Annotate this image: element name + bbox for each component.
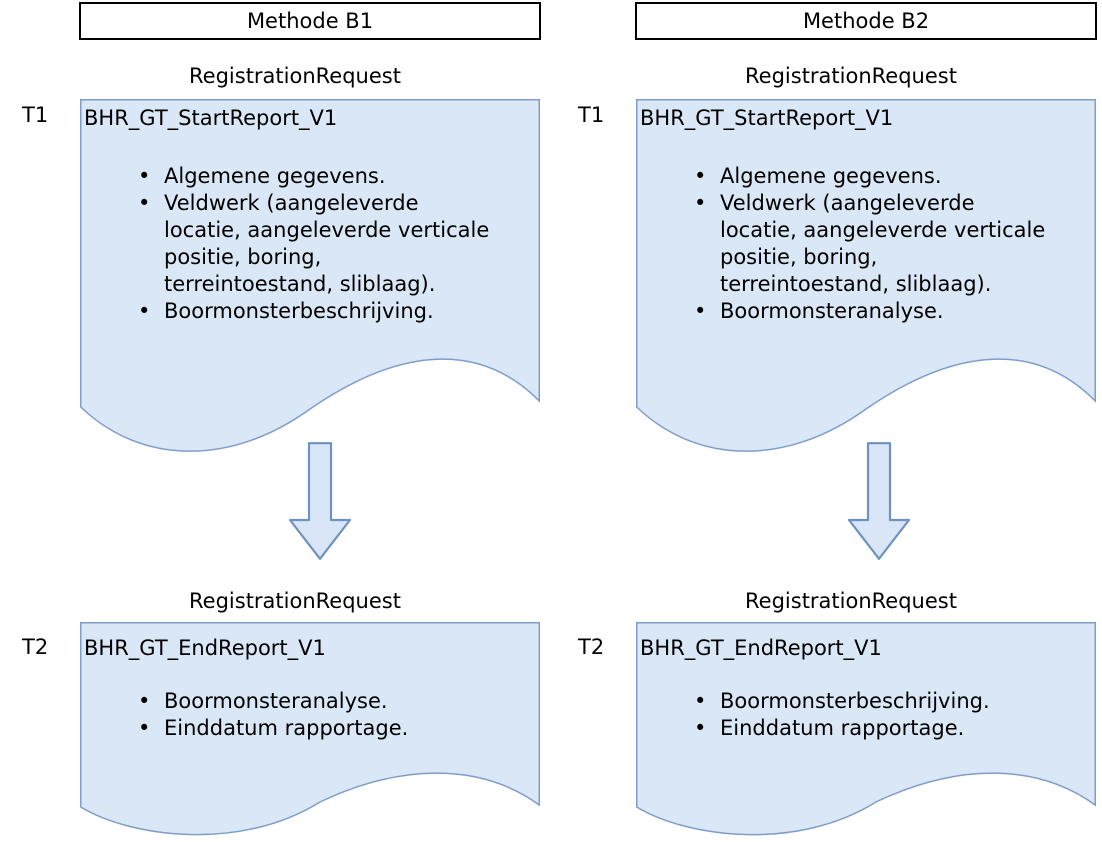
column-methode-b1: Methode B1 RegistrationRequest T1 BHR_GT… <box>22 0 542 842</box>
header-box-methode-b1: Methode B1 <box>79 2 541 40</box>
document-body: BHR_GT_StartReport_V1 Algemene gegevens.… <box>636 99 1096 325</box>
time-label-t2: T2 <box>22 635 49 659</box>
document-t2: BHR_GT_EndReport_V1 Boormonsteranalyse. … <box>80 622 540 842</box>
column-methode-b2: Methode B2 RegistrationRequest T1 BHR_GT… <box>578 0 1098 842</box>
bullet-item: Einddatum rapportage. <box>694 715 1096 742</box>
down-arrow-path <box>848 442 910 560</box>
document-title: BHR_GT_StartReport_V1 <box>84 106 338 130</box>
down-arrow-icon <box>289 442 351 560</box>
document-title: BHR_GT_EndReport_V1 <box>84 636 326 660</box>
registration-request-label-t2: RegistrationRequest <box>189 589 401 613</box>
down-arrow-icon <box>848 442 910 560</box>
bullet-item: Veldwerk (aangeleverde locatie, aangelev… <box>138 190 540 298</box>
header-label: Methode B2 <box>802 9 930 33</box>
bullet-item: Veldwerk (aangeleverde locatie, aangelev… <box>694 190 1096 298</box>
time-label-t1: T1 <box>22 103 49 127</box>
document-t1: BHR_GT_StartReport_V1 Algemene gegevens.… <box>636 99 1096 474</box>
bullet-item: Boormonsteranalyse. <box>138 688 540 715</box>
header-label: Methode B1 <box>246 9 374 33</box>
document-t1: BHR_GT_StartReport_V1 Algemene gegevens.… <box>80 99 540 474</box>
bullet-list: Algemene gegevens. Veldwerk (aangeleverd… <box>84 163 540 325</box>
bullet-list: Boormonsteranalyse. Einddatum rapportage… <box>84 688 540 742</box>
registration-request-label-t1: RegistrationRequest <box>745 64 957 88</box>
registration-request-label-t1: RegistrationRequest <box>189 64 401 88</box>
bullet-item: Boormonsterbeschrijving. <box>694 688 1096 715</box>
document-title: BHR_GT_EndReport_V1 <box>640 636 882 660</box>
document-body: BHR_GT_EndReport_V1 Boormonsterbeschrijv… <box>636 622 1096 742</box>
time-label-t2: T2 <box>578 635 605 659</box>
header-box-methode-b2: Methode B2 <box>635 2 1097 40</box>
document-title: BHR_GT_StartReport_V1 <box>640 106 894 130</box>
bullet-list: Algemene gegevens. Veldwerk (aangeleverd… <box>640 163 1096 325</box>
document-body: BHR_GT_StartReport_V1 Algemene gegevens.… <box>80 99 540 325</box>
registration-request-label-t2: RegistrationRequest <box>745 589 957 613</box>
bullet-list: Boormonsterbeschrijving. Einddatum rappo… <box>640 688 1096 742</box>
time-label-t1: T1 <box>578 103 605 127</box>
bullet-item: Algemene gegevens. <box>138 163 540 190</box>
bullet-item: Einddatum rapportage. <box>138 715 540 742</box>
bullet-item: Boormonsterbeschrijving. <box>138 298 540 325</box>
down-arrow-path <box>289 442 351 560</box>
bullet-item: Boormonsteranalyse. <box>694 298 1096 325</box>
document-t2: BHR_GT_EndReport_V1 Boormonsterbeschrijv… <box>636 622 1096 842</box>
document-body: BHR_GT_EndReport_V1 Boormonsteranalyse. … <box>80 622 540 742</box>
bullet-item: Algemene gegevens. <box>694 163 1096 190</box>
